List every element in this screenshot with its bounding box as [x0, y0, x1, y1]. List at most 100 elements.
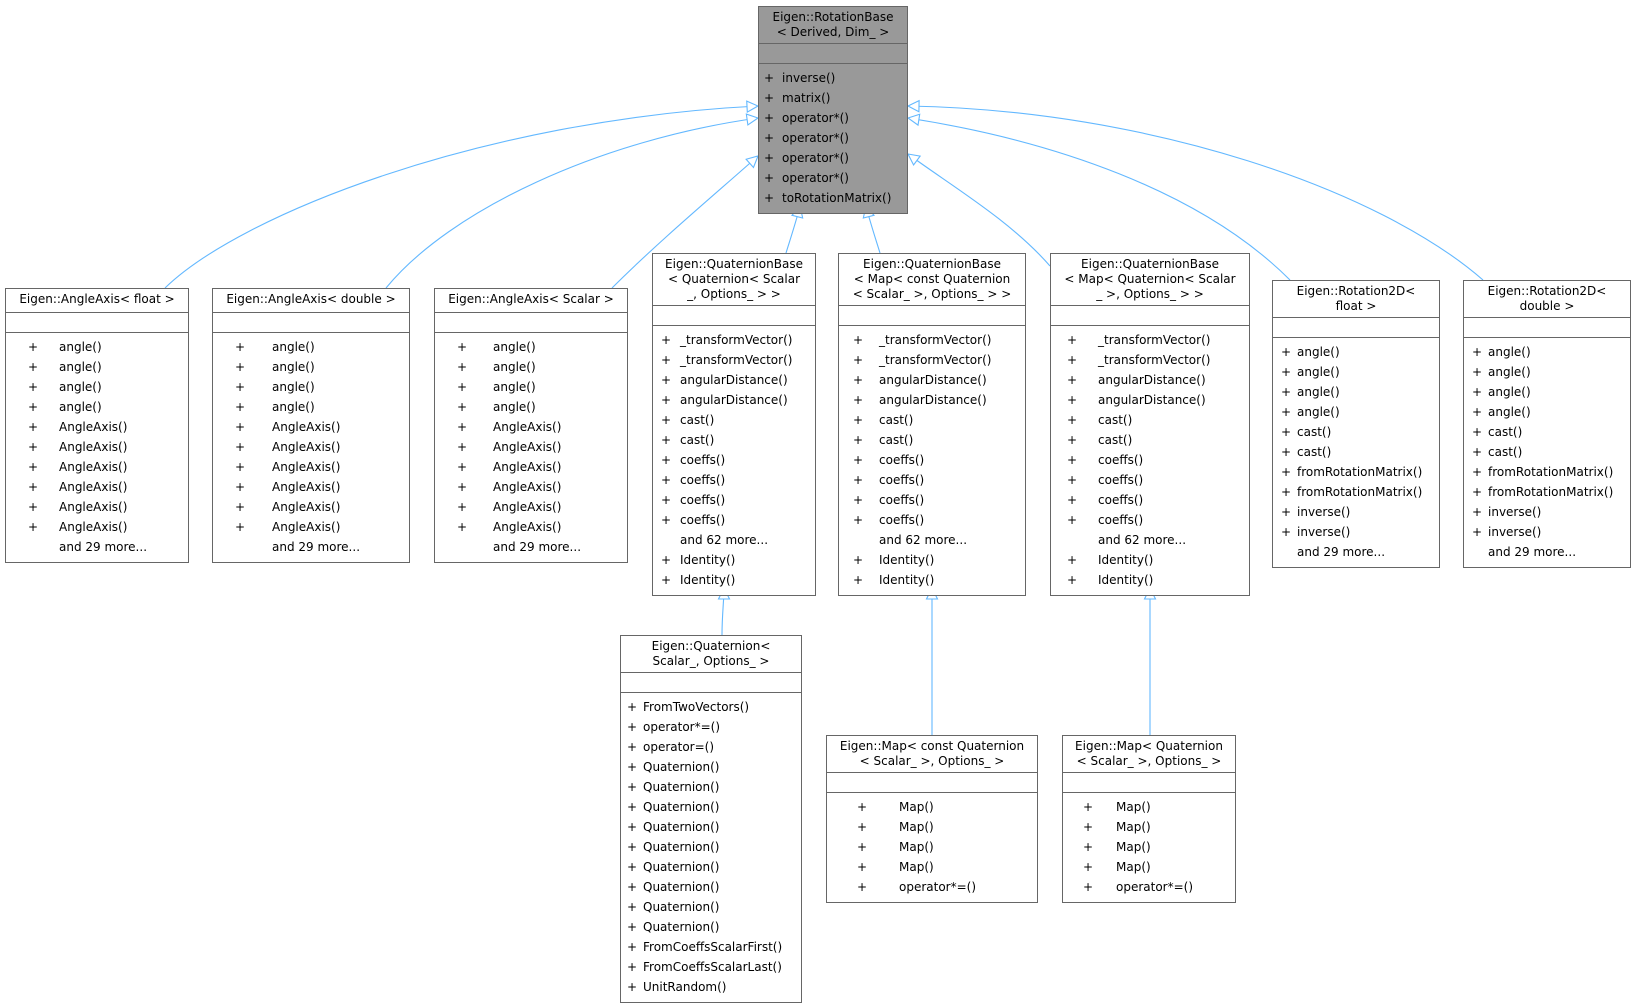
more-methods-link[interactable]: and 62 more... [653, 530, 815, 550]
method-row[interactable]: +FromTwoVectors() [621, 697, 801, 717]
method-row[interactable]: +inverse() [1273, 502, 1439, 522]
method-row[interactable]: +coeffs() [1051, 510, 1249, 530]
method-row[interactable]: +angle() [6, 357, 188, 377]
method-row[interactable]: +AngleAxis() [6, 417, 188, 437]
method-row[interactable]: +operator*=() [1063, 877, 1235, 897]
method-row[interactable]: +angle() [6, 397, 188, 417]
method-row[interactable]: +cast() [1273, 442, 1439, 462]
method-row[interactable]: +AngleAxis() [213, 477, 409, 497]
method-row[interactable]: +cast() [839, 430, 1025, 450]
method-row[interactable]: +AngleAxis() [6, 437, 188, 457]
method-row[interactable]: +cast() [1051, 410, 1249, 430]
method-row[interactable]: +operator*() [759, 148, 907, 168]
method-row[interactable]: +angle() [435, 397, 627, 417]
more-methods-link[interactable]: and 29 more... [1273, 542, 1439, 562]
method-row[interactable]: +fromRotationMatrix() [1273, 462, 1439, 482]
method-row[interactable]: +angle() [435, 377, 627, 397]
method-row[interactable]: +AngleAxis() [435, 517, 627, 537]
method-row[interactable]: +_transformVector() [653, 330, 815, 350]
class-node-rotation-base[interactable]: Eigen::RotationBase< Derived, Dim_ >+inv… [758, 6, 908, 214]
method-row[interactable]: +Quaternion() [621, 797, 801, 817]
method-row[interactable]: +cast() [1464, 442, 1630, 462]
more-methods-link[interactable]: and 29 more... [6, 537, 188, 557]
method-row[interactable]: +Map() [827, 797, 1037, 817]
method-row[interactable]: +angle() [1273, 362, 1439, 382]
method-row[interactable]: +Quaternion() [621, 877, 801, 897]
method-row[interactable]: +AngleAxis() [213, 457, 409, 477]
class-node-quaternion[interactable]: Eigen::Quaternion<Scalar_, Options_ >+Fr… [620, 635, 802, 1003]
more-methods-link[interactable]: and 29 more... [213, 537, 409, 557]
method-row[interactable]: +cast() [1051, 430, 1249, 450]
method-row[interactable]: +operator*=() [621, 717, 801, 737]
method-row[interactable]: +angularDistance() [653, 370, 815, 390]
method-row[interactable]: +fromRotationMatrix() [1464, 462, 1630, 482]
method-row[interactable]: +AngleAxis() [6, 457, 188, 477]
method-row[interactable]: +cast() [653, 430, 815, 450]
method-row[interactable]: +fromRotationMatrix() [1273, 482, 1439, 502]
method-row[interactable]: +coeffs() [839, 490, 1025, 510]
method-row[interactable]: +Identity() [653, 570, 815, 590]
method-row[interactable]: +_transformVector() [1051, 350, 1249, 370]
more-methods-link[interactable]: and 62 more... [1051, 530, 1249, 550]
method-row[interactable]: +angle() [213, 377, 409, 397]
method-row[interactable]: +AngleAxis() [213, 497, 409, 517]
class-node-map-const-quaternion[interactable]: Eigen::Map< const Quaternion< Scalar_ >,… [826, 735, 1038, 903]
more-methods-link[interactable]: and 29 more... [435, 537, 627, 557]
method-row[interactable]: +AngleAxis() [213, 437, 409, 457]
class-node-qbase-quaternion[interactable]: Eigen::QuaternionBase< Quaternion< Scala… [652, 253, 816, 596]
method-row[interactable]: +AngleAxis() [6, 497, 188, 517]
method-row[interactable]: +angle() [1273, 382, 1439, 402]
method-row[interactable]: +angle() [435, 337, 627, 357]
method-row[interactable]: +Identity() [1051, 570, 1249, 590]
method-row[interactable]: +angle() [1273, 342, 1439, 362]
method-row[interactable]: +Quaternion() [621, 757, 801, 777]
method-row[interactable]: +toRotationMatrix() [759, 188, 907, 208]
method-row[interactable]: +angle() [6, 377, 188, 397]
method-row[interactable]: +angle() [213, 337, 409, 357]
class-node-rotation2d-float[interactable]: Eigen::Rotation2D<float >+angle()+angle(… [1272, 280, 1440, 568]
method-row[interactable]: +AngleAxis() [435, 417, 627, 437]
method-row[interactable]: +AngleAxis() [435, 457, 627, 477]
method-row[interactable]: +angle() [1464, 362, 1630, 382]
method-row[interactable]: +matrix() [759, 88, 907, 108]
method-row[interactable]: +coeffs() [653, 450, 815, 470]
method-row[interactable]: +fromRotationMatrix() [1464, 482, 1630, 502]
method-row[interactable]: +FromCoeffsScalarFirst() [621, 937, 801, 957]
method-row[interactable]: +Map() [1063, 797, 1235, 817]
method-row[interactable]: +Quaternion() [621, 917, 801, 937]
method-row[interactable]: +angle() [1464, 382, 1630, 402]
method-row[interactable]: +coeffs() [653, 510, 815, 530]
method-row[interactable]: +Quaternion() [621, 857, 801, 877]
method-row[interactable]: +Map() [827, 817, 1037, 837]
method-row[interactable]: +AngleAxis() [435, 477, 627, 497]
method-row[interactable]: +Quaternion() [621, 897, 801, 917]
method-row[interactable]: +angularDistance() [653, 390, 815, 410]
method-row[interactable]: +AngleAxis() [6, 477, 188, 497]
method-row[interactable]: +_transformVector() [1051, 330, 1249, 350]
method-row[interactable]: +angle() [6, 337, 188, 357]
method-row[interactable]: +Map() [827, 857, 1037, 877]
method-row[interactable]: +Quaternion() [621, 817, 801, 837]
method-row[interactable]: +angle() [435, 357, 627, 377]
method-row[interactable]: +coeffs() [653, 470, 815, 490]
method-row[interactable]: +_transformVector() [839, 350, 1025, 370]
method-row[interactable]: +_transformVector() [653, 350, 815, 370]
method-row[interactable]: +angularDistance() [1051, 390, 1249, 410]
method-row[interactable]: +inverse() [759, 68, 907, 88]
method-row[interactable]: +angle() [1464, 342, 1630, 362]
more-methods-link[interactable]: and 29 more... [1464, 542, 1630, 562]
method-row[interactable]: +angularDistance() [1051, 370, 1249, 390]
method-row[interactable]: +angle() [1273, 402, 1439, 422]
method-row[interactable]: +cast() [839, 410, 1025, 430]
method-row[interactable]: +Map() [1063, 837, 1235, 857]
method-row[interactable]: +operator=() [621, 737, 801, 757]
method-row[interactable]: +coeffs() [839, 510, 1025, 530]
method-row[interactable]: +cast() [1464, 422, 1630, 442]
method-row[interactable]: +coeffs() [1051, 470, 1249, 490]
method-row[interactable]: +Identity() [839, 550, 1025, 570]
method-row[interactable]: +_transformVector() [839, 330, 1025, 350]
method-row[interactable]: +coeffs() [839, 450, 1025, 470]
class-node-angleaxis-double[interactable]: Eigen::AngleAxis< double >+angle()+angle… [212, 288, 410, 563]
method-row[interactable]: +angle() [213, 397, 409, 417]
method-row[interactable]: +AngleAxis() [6, 517, 188, 537]
